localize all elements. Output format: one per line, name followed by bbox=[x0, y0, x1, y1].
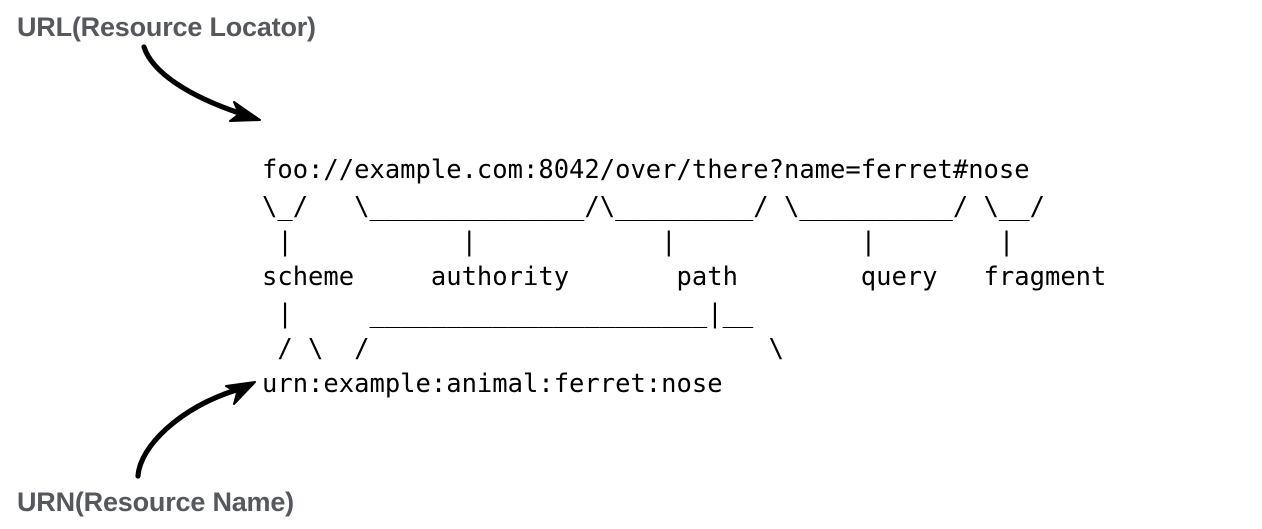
urn-example-line: urn:example:animal:ferret:nose bbox=[262, 368, 723, 399]
url-pointer-arrow-icon bbox=[141, 44, 261, 122]
url-stem-line: | | | | | bbox=[262, 226, 1015, 257]
url-brace-line: \_/ \______________/\_________/ \_______… bbox=[262, 191, 1045, 222]
ascii-art-diagram: foo://example.com:8042/over/there?name=f… bbox=[262, 152, 1106, 403]
urn-callout-label: URN(Resource Name) bbox=[17, 487, 294, 517]
url-example-line: foo://example.com:8042/over/there?name=f… bbox=[262, 154, 1030, 185]
url-component-labels-line: scheme authority path query fragment bbox=[262, 261, 1107, 292]
urn-brace-line: / \ / \ bbox=[262, 333, 784, 364]
urn-pointer-arrow-icon bbox=[135, 381, 256, 479]
urn-stem-line: | ______________________|__ bbox=[262, 298, 754, 329]
url-callout-label: URL(Resource Locator) bbox=[17, 12, 316, 42]
